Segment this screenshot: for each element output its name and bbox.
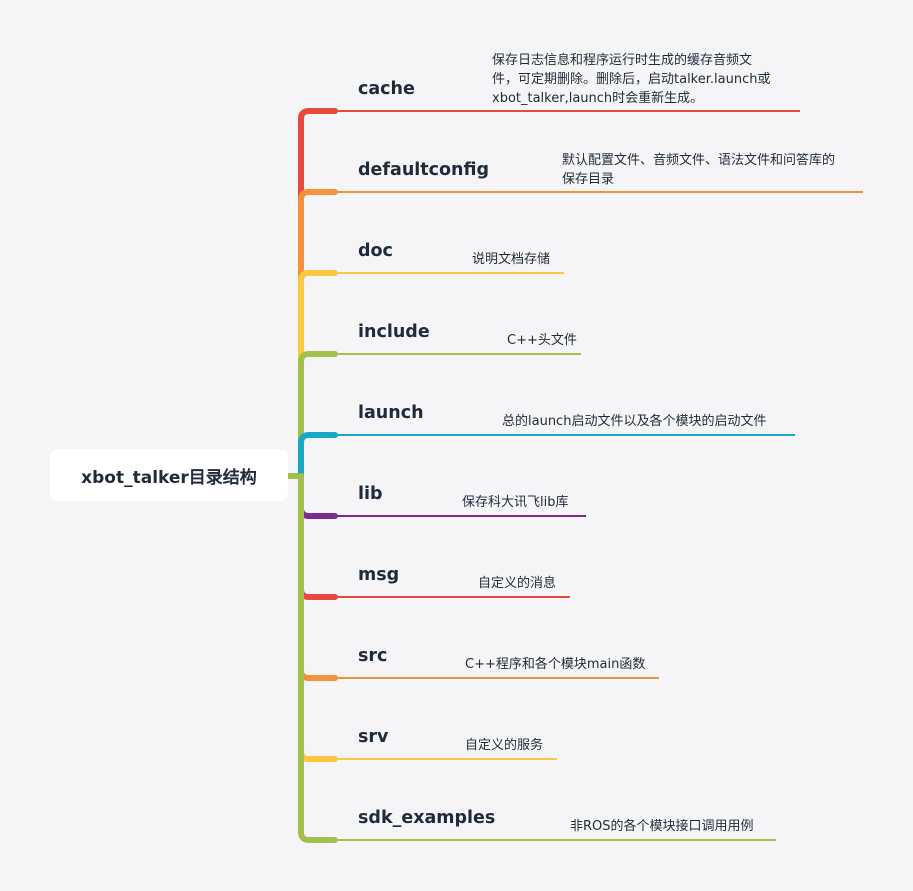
branch-note-msg: 自定义的消息 — [478, 576, 557, 591]
branch-connector-include — [298, 351, 338, 479]
branch-note-src: C++程序和各个模块main函数 — [465, 657, 646, 672]
branch-note-launch: 总的launch启动文件以及各个模块的启动文件 — [502, 414, 767, 429]
branch-connector-sdk_examples — [298, 473, 338, 843]
branch-connector-cache — [298, 108, 338, 479]
root-label: xbot_talker目录结构 — [81, 467, 257, 488]
branch-title-lib[interactable]: lib — [358, 484, 383, 504]
branch-title-sdk_examples[interactable]: sdk_examples — [358, 808, 496, 828]
branch-note-lib: 保存科大讯飞lib库 — [462, 495, 569, 510]
branch-note-defaultconfig: 默认配置文件、音频文件、语法文件和问答库的 保存目录 — [562, 153, 836, 187]
branch-connector-src — [298, 473, 338, 681]
branch-title-defaultconfig[interactable]: defaultconfig — [358, 160, 489, 180]
branch-title-doc[interactable]: doc — [358, 241, 393, 261]
branch-connector-defaultconfig — [298, 189, 338, 479]
branch-title-launch[interactable]: launch — [358, 403, 424, 423]
branch-note-sdk_examples: 非ROS的各个模块接口调用用例 — [570, 819, 754, 834]
branch-title-include[interactable]: include — [358, 322, 430, 342]
branch-title-cache[interactable]: cache — [358, 79, 415, 99]
branch-note-srv: 自定义的服务 — [465, 738, 544, 753]
branch-note-cache: 保存日志信息和程序运行时生成的缓存音频文 件，可定期删除。删除后，启动talke… — [492, 53, 771, 106]
root-node[interactable]: xbot_talker目录结构 — [50, 449, 288, 501]
branch-connector-doc — [298, 270, 338, 479]
branch-title-msg[interactable]: msg — [358, 565, 400, 585]
branch-title-srv[interactable]: srv — [358, 727, 389, 747]
branch-connector-msg — [298, 473, 338, 600]
branch-title-src[interactable]: src — [358, 646, 388, 666]
branch-note-doc: 说明文档存储 — [472, 252, 551, 267]
branch-connector-launch — [298, 432, 338, 479]
branch-connector-lib — [298, 473, 338, 519]
branch-note-include: C++头文件 — [507, 333, 577, 348]
